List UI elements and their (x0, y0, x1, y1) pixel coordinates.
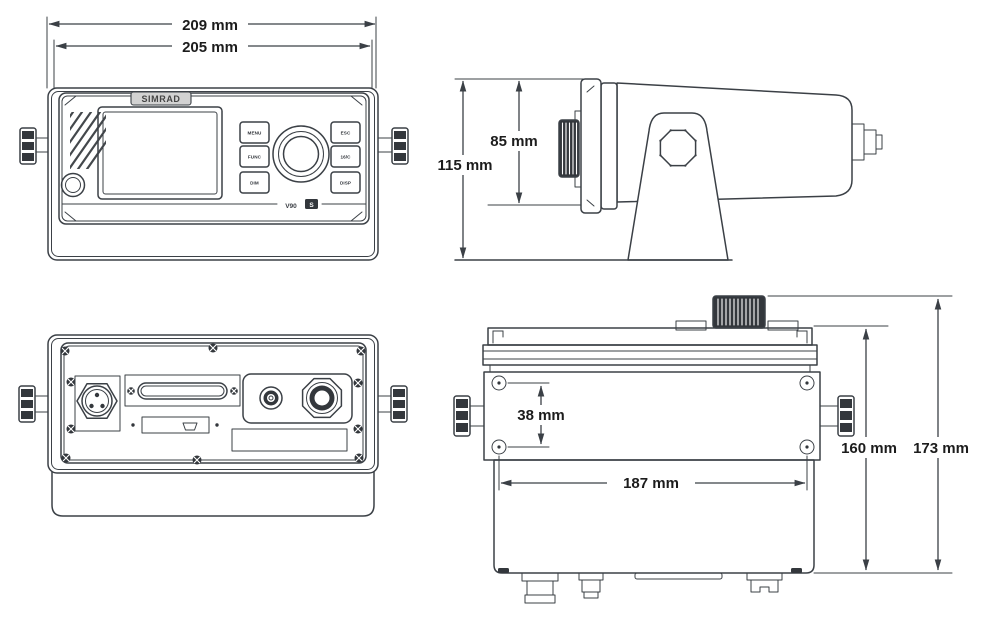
bracket-hole-ticks (659, 129, 697, 167)
side-view: 115 mm 85 mm (434, 78, 883, 261)
dimension-hole-spacing-vertical: 38 mm (507, 382, 569, 448)
clamp-knob-left (19, 127, 49, 165)
dimension-overall-width: 209 mm (46, 14, 377, 89)
brand-logo-text: SIMRAD (141, 94, 180, 104)
button-16c-label: 16/C (340, 155, 351, 160)
lid (487, 327, 813, 346)
mini-usb-icon (182, 422, 198, 431)
button-func: FUNC (239, 145, 270, 168)
display-screen (97, 106, 223, 200)
knob-tab-right (767, 320, 799, 331)
dimension-overall-height: 173 mm (767, 295, 972, 574)
button-disp: DISP (330, 171, 361, 194)
front-view: 209 mm 205 mm SIMRAD (19, 14, 409, 261)
transceiver-view: 38 mm 187 mm (453, 295, 972, 604)
rear-body (47, 334, 379, 474)
clamp-knob-right (377, 127, 409, 165)
front-panel-edge (574, 78, 618, 214)
mounting-hole (491, 375, 815, 455)
dim-label-85: 85 mm (490, 133, 538, 150)
button-menu-label: MENU (248, 131, 263, 136)
rotary-knob (272, 125, 330, 183)
model-suffix-text: S (309, 202, 314, 209)
bottom-connector-1 (521, 572, 559, 582)
dim-label-205: 205 mm (182, 39, 238, 56)
rear-view (18, 334, 408, 517)
button-esc: ESC (330, 121, 361, 144)
dimension-panel-width: 205 mm (53, 37, 373, 89)
button-dim-label: DIM (250, 181, 259, 186)
clamp-knob-right (819, 395, 855, 437)
side-knob (558, 119, 580, 178)
dsub-connector (124, 374, 241, 407)
clamp-knob-left (18, 385, 49, 423)
dim-label-187: 187 mm (623, 475, 679, 492)
usb-port (131, 416, 219, 434)
knob-tab-left (675, 320, 707, 331)
dim-label-209: 209 mm (182, 17, 238, 34)
bottom-connector-3 (746, 572, 783, 581)
unit-body-profile (616, 82, 883, 203)
dim-label-38: 38 mm (517, 407, 565, 424)
locking-knob (712, 295, 766, 329)
button-menu: MENU (239, 121, 270, 144)
clamp-knob-left (453, 395, 485, 437)
aux-connector-small (259, 386, 283, 410)
button-esc-label: ESC (341, 131, 351, 136)
button-func-label: FUNC (248, 155, 262, 160)
brand-logo: SIMRAD (130, 91, 192, 106)
model-badge: V90 S (285, 199, 318, 210)
dimension-hole-spacing-horizontal: 187 mm (498, 455, 808, 493)
button-16c: 16/C (330, 145, 361, 168)
panel-screws (60, 343, 366, 465)
dimension-body-height: 160 mm (813, 325, 899, 571)
model-text: V90 (285, 203, 297, 210)
mounting-bracket (627, 112, 729, 261)
bottom-connector-2 (578, 572, 604, 581)
bottom-recess (634, 572, 723, 580)
rear-connector-stub (863, 129, 877, 155)
aux-connector-panel (242, 373, 353, 424)
gasket-band (482, 344, 818, 373)
button-dim: DIM (239, 171, 270, 194)
dim-label-173: 173 mm (913, 440, 969, 457)
control-unit-body (47, 87, 379, 261)
speaker-grille-icon (70, 112, 106, 169)
power-connector (74, 375, 121, 432)
rear-skirt (51, 469, 375, 517)
dim-label-115: 115 mm (437, 157, 492, 174)
aux-connector-large (301, 377, 343, 419)
button-disp-label: DISP (340, 181, 351, 186)
clamp-knob-right (377, 385, 408, 423)
power-key (60, 172, 86, 198)
lower-box (493, 459, 815, 574)
dimension-panel-height: 85 mm (487, 80, 542, 204)
dim-label-160: 160 mm (841, 440, 897, 457)
label-plate (231, 428, 348, 452)
dimension-overall-height: 115 mm (434, 80, 496, 259)
bottom-connectors (521, 572, 783, 604)
